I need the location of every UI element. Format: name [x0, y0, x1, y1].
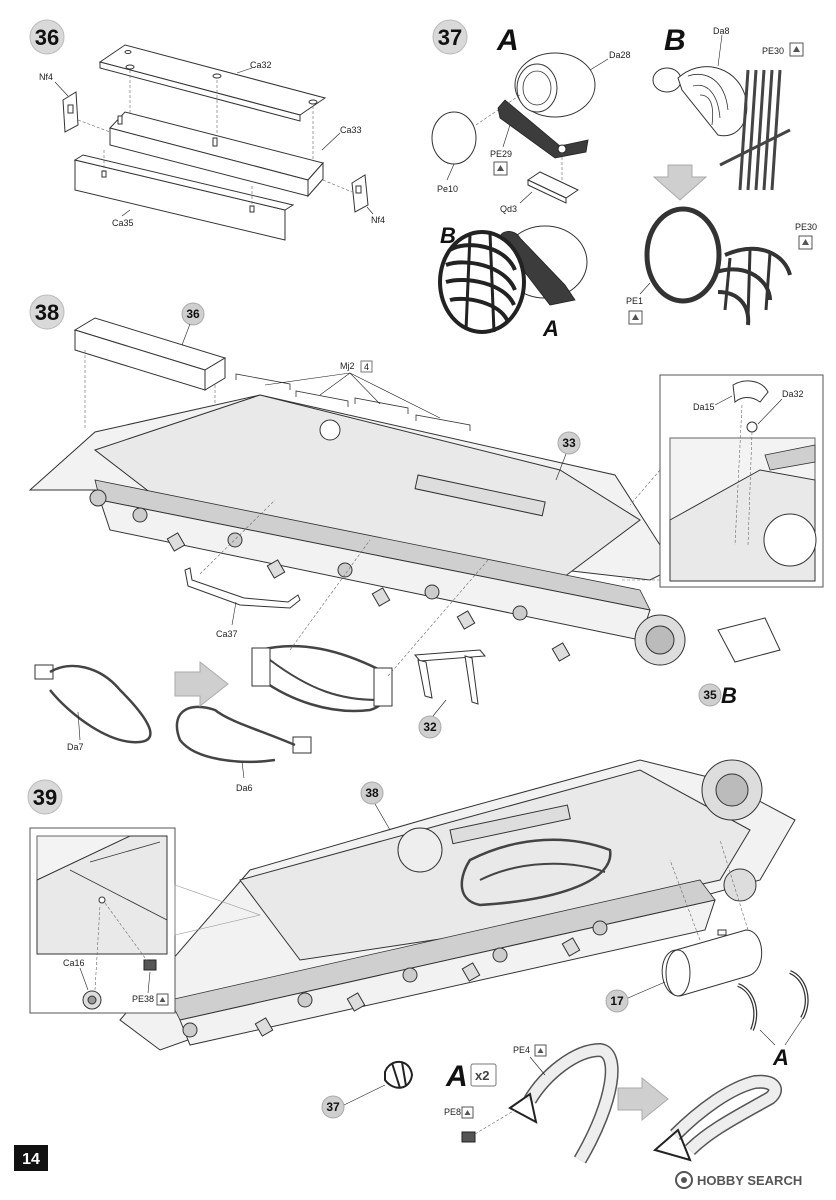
assembly-a-label: A	[542, 316, 559, 341]
assembled-strap-drawing	[652, 1074, 782, 1162]
part-pe30-grid-drawing	[719, 69, 791, 191]
subassembly-36-drawing	[73, 317, 227, 391]
mj2-qty: 4	[364, 362, 369, 372]
subassembly-37-drawing	[384, 1060, 414, 1089]
label-pe8: PE8	[444, 1107, 461, 1117]
step-37: 37 A B Da28 Pe10 PE29	[431, 19, 817, 341]
callout-35: 35	[703, 688, 717, 702]
label-ca16: Ca16	[63, 958, 85, 968]
part-pe10-drawing	[431, 111, 477, 165]
step-37-sub-a: A	[496, 24, 519, 57]
part-pe1-drawing	[644, 206, 722, 304]
ca33-leader	[321, 132, 341, 151]
step-37-sub-b: B	[664, 24, 686, 57]
callout-35-sub: B	[721, 683, 737, 708]
step-38-badge	[29, 294, 65, 330]
step-38-number: 38	[35, 300, 59, 325]
right-arrow-icon	[174, 660, 229, 708]
right-arrow-icon-step-39	[617, 1076, 669, 1122]
detail-inset-step-39	[29, 827, 262, 1014]
page-number: 14	[22, 1151, 40, 1168]
part-pe8-drawing	[461, 1131, 476, 1143]
subassembly-17-drawing	[661, 929, 763, 997]
subassembly-32-drawing	[413, 649, 487, 705]
ca32-leader	[236, 67, 253, 74]
part-pe4-drawing	[508, 1042, 619, 1164]
label-ca33: Ca33	[340, 125, 362, 135]
step-39-sub-a-bottom: A	[772, 1045, 789, 1070]
label-pe1: PE1	[626, 296, 643, 306]
part-pe30-bent-drawing	[715, 246, 792, 326]
label-da6: Da6	[236, 783, 253, 793]
label-da7: Da7	[67, 742, 84, 752]
callout-33: 33	[562, 436, 576, 450]
step-37-number: 37	[438, 25, 462, 50]
callout-36: 36	[186, 307, 200, 321]
callout-17: 17	[610, 994, 624, 1008]
mj2-qty-box	[360, 360, 373, 373]
label-pe10: Pe10	[437, 184, 458, 194]
part-ca32-drawing	[98, 44, 327, 122]
label-pe30-bottom: PE30	[795, 222, 817, 232]
part-da7-drawing	[34, 664, 152, 744]
label-nf4-right: Nf4	[371, 215, 385, 225]
step-37-badge	[432, 19, 468, 55]
label-pe29: PE29	[490, 149, 512, 159]
label-pe30-top: PE30	[762, 46, 784, 56]
label-ca32: Ca32	[250, 60, 272, 70]
label-da32: Da32	[782, 389, 804, 399]
label-ca37: Ca37	[216, 629, 238, 639]
label-pe4: PE4	[513, 1045, 530, 1055]
part-ca35-drawing	[73, 154, 295, 241]
label-pe38: PE38	[132, 994, 154, 1004]
assembled-cable-drawing	[251, 644, 393, 713]
part-ca33-drawing	[109, 111, 324, 198]
label-nf4-left: Nf4	[39, 72, 53, 82]
label-ca35: Ca35	[112, 218, 134, 228]
watermark-text: HOBBY SEARCH	[697, 1173, 802, 1188]
label-da8: Da8	[713, 26, 730, 36]
assembly-b-label: B	[440, 223, 456, 248]
detail-inset-step-38	[659, 374, 824, 588]
part-bracket-drawing	[497, 99, 589, 159]
assembled-lamp-drawing	[438, 225, 588, 334]
part-mj2-drawing	[235, 373, 471, 431]
hull-drawing-step-38	[28, 394, 692, 666]
callout-38: 38	[365, 786, 379, 800]
page-number-box	[14, 1145, 48, 1171]
step-36: 36 Ca32 Ca33	[29, 19, 385, 241]
step-39: 39 38	[27, 759, 809, 1164]
page-footer: 14 HOBBY SEARCH	[14, 1145, 802, 1189]
step-36-badge	[29, 19, 65, 55]
part-da28-drawing	[514, 52, 596, 118]
callout-37: 37	[326, 1100, 340, 1114]
subassembly-35b-drawing	[717, 617, 781, 663]
step-39-number: 39	[33, 785, 57, 810]
multiplier-box	[470, 1063, 497, 1087]
step-38: 38 36 Mj2 4	[28, 294, 824, 793]
step-36-number: 36	[35, 25, 59, 50]
label-qd3: Qd3	[500, 204, 517, 214]
label-da28: Da28	[609, 50, 631, 60]
down-arrow-icon	[652, 164, 708, 201]
callout-32: 32	[423, 720, 437, 734]
label-mj2: Mj2	[340, 361, 355, 371]
part-nf4-right-drawing	[351, 174, 369, 213]
watermark-logo-icon	[675, 1171, 693, 1189]
strap-a-parts-drawing	[737, 970, 809, 1031]
hull-drawing-step-39	[119, 759, 796, 1051]
step-39-sub-a: A	[445, 1060, 468, 1093]
part-da6-drawing	[175, 705, 312, 764]
multiplier-x2: x2	[475, 1068, 489, 1083]
step-39-badge	[27, 779, 63, 815]
part-nf4-left-drawing	[62, 91, 79, 133]
label-da15: Da15	[693, 402, 715, 412]
part-qd3-drawing	[526, 171, 580, 204]
part-ca37-drawing	[184, 567, 301, 609]
